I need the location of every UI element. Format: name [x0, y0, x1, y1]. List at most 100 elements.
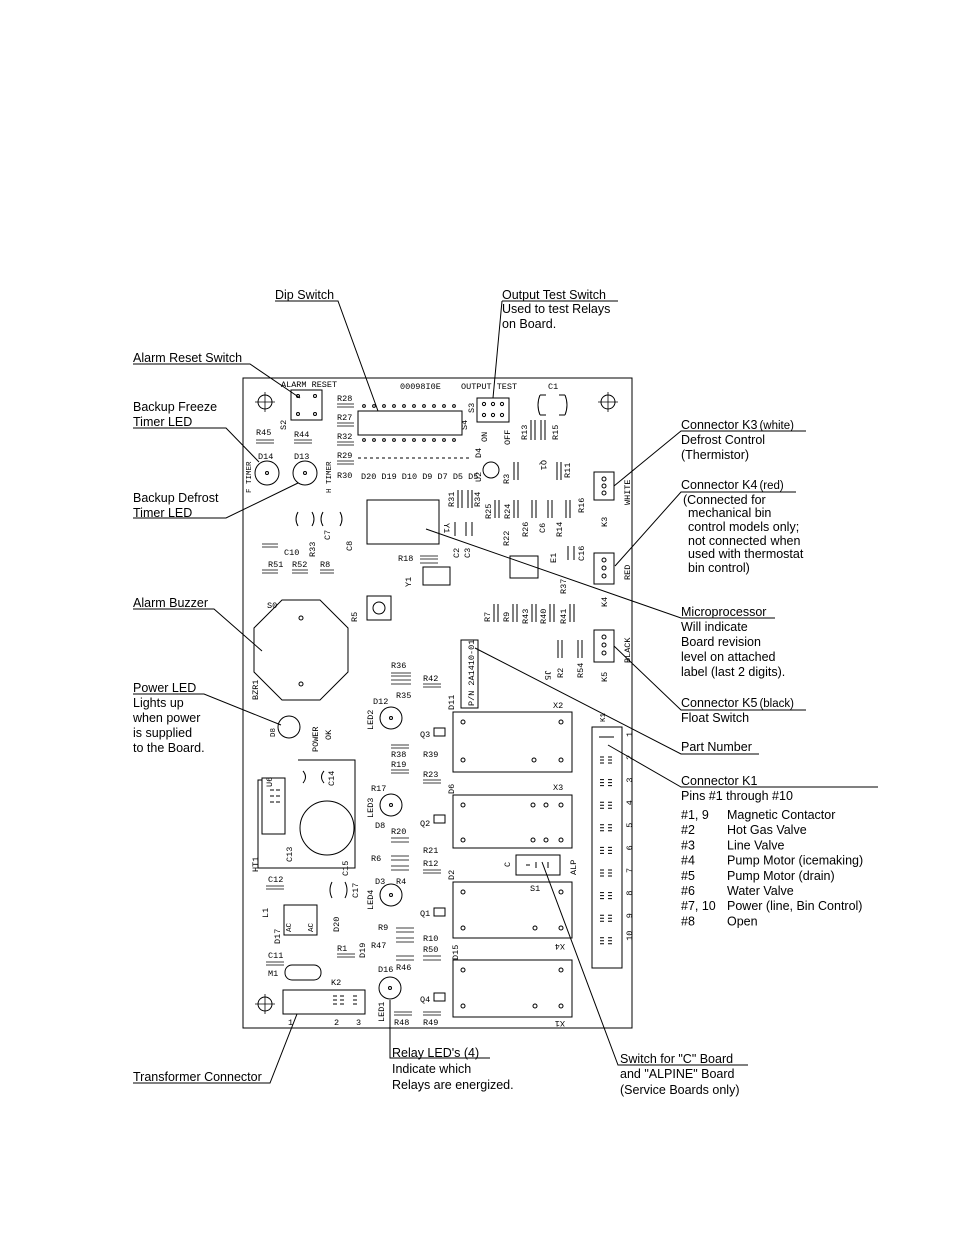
board-label-s4: S4 — [460, 420, 470, 430]
board-label-r25: R25 — [484, 504, 494, 519]
callout-k5-d1: Float Switch — [681, 711, 749, 725]
alarm-buzzer — [253, 599, 349, 701]
connector-k1[interactable] — [591, 726, 623, 969]
board-label-r26: R26 — [521, 522, 531, 537]
relay-x3 — [452, 794, 573, 849]
buzzer-pin-bottom — [298, 681, 304, 687]
k1-pin-desc: Pump Motor (drain) — [727, 869, 835, 883]
board-label-d13: D13 — [294, 452, 309, 462]
board-label-s0: S0 — [267, 601, 277, 611]
transistor-q1 — [433, 907, 446, 917]
board-label-off: OFF — [503, 430, 513, 445]
part-number-label — [460, 639, 479, 709]
callout-output-test-desc1: Used to test Relays — [502, 302, 610, 316]
board-label-r40: R40 — [539, 609, 549, 624]
callout-switch-c-1: Switch for "C" Board — [620, 1052, 733, 1066]
board-label-r9b: R9 — [378, 923, 388, 933]
callout-power-led-d2: when power — [132, 711, 200, 725]
callout-relay-leds-d2: Relays are energized. — [392, 1078, 514, 1092]
connector-k2[interactable] — [282, 989, 366, 1015]
board-label-c11: C11 — [268, 951, 283, 961]
connector-k3[interactable] — [593, 471, 615, 501]
k1-pin-desc: Water Valve — [727, 884, 794, 898]
mounting-hole-bottom-left — [255, 994, 275, 1014]
connector-k5[interactable] — [593, 629, 615, 663]
board-label-r18: R18 — [398, 554, 413, 564]
capacitor-c11 — [266, 961, 284, 966]
board-label-r5: R5 — [350, 612, 360, 622]
board-label-r6: R6 — [371, 854, 381, 864]
dip-switch[interactable] — [357, 404, 463, 442]
callout-k3-color: (white) — [759, 420, 794, 432]
board-label-r41: R41 — [559, 609, 569, 624]
board-label-d4: D4 — [474, 448, 484, 458]
board-label-r19: R19 — [391, 760, 406, 770]
board-label-c12: C12 — [268, 875, 283, 885]
relay-led-1 — [378, 976, 402, 1000]
resistors-r9-r10 — [396, 927, 414, 943]
board-label-r49: R49 — [423, 1018, 438, 1028]
board-label-r44: R44 — [294, 430, 309, 440]
callout-k4-d3: control models only; — [688, 520, 799, 534]
callout-alarm-reset: Alarm Reset Switch — [133, 351, 242, 365]
callout-k4-name: Connector K4 — [681, 478, 757, 492]
callout-output-test-desc2: on Board. — [502, 317, 556, 331]
board-label-white: WHITE — [623, 479, 633, 505]
dip-pin — [392, 404, 396, 408]
chip-y1 — [422, 566, 451, 586]
callout-switch-c-3: (Service Boards only) — [620, 1083, 740, 1097]
board-label-r52: R52 — [292, 560, 307, 570]
callout-k4-d6: bin control) — [688, 561, 750, 575]
board-label-q2: Q2 — [420, 819, 430, 829]
leader-lines — [133, 300, 878, 1084]
c-alpine-switch[interactable] — [515, 854, 561, 876]
capacitor-c14 — [302, 770, 325, 784]
board-label-part-no: P/N 2A1410-01 — [467, 640, 477, 706]
callout-k3-d2: (Thermistor) — [681, 448, 749, 462]
board-label-d16: D16 — [378, 965, 393, 975]
k1-pin-mark — [600, 892, 612, 900]
capacitor-c13 — [299, 800, 355, 856]
board-label-d3: D3 — [375, 877, 385, 887]
callout-k4-d5: used with thermostat — [688, 547, 804, 561]
callout-backup-freeze-2: Timer LED — [133, 415, 192, 429]
board-label-c-switch: C — [503, 862, 513, 867]
callout-k4-d2: mechanical bin — [688, 506, 771, 520]
callout-k3-d1: Defrost Control — [681, 433, 765, 447]
k1-pin-number: 7 — [625, 868, 635, 873]
board-label-black: BLACK — [623, 637, 633, 663]
board-label-c8: C8 — [345, 541, 355, 551]
board-label-r35: R35 — [396, 691, 411, 701]
board-label-s3: S3 — [467, 403, 477, 413]
board-label-output-test: OUTPUT TEST — [461, 382, 517, 392]
k1-pin-id: #3 — [681, 838, 695, 852]
board-label-d8p: D8 — [270, 728, 278, 737]
buzzer-pin-top — [298, 615, 304, 621]
dip-pin — [452, 438, 456, 442]
output-test-switch[interactable] — [476, 397, 510, 423]
k1-pin-number: 3 — [625, 777, 635, 782]
dip-pin — [432, 438, 436, 442]
power-led — [277, 715, 301, 739]
potentiometer-r5[interactable] — [366, 595, 392, 621]
dip-pin — [362, 404, 366, 408]
board-label-r4: R4 — [396, 877, 406, 887]
board-label-r2: R2 — [556, 668, 566, 678]
callout-k1-title: Connector K1 — [681, 774, 757, 788]
mounting-hole-top-left — [255, 392, 275, 412]
resistors-r3-r11 — [513, 462, 562, 480]
board-label-l1: L1 — [261, 908, 271, 918]
k1-pin-number: 8 — [625, 890, 635, 895]
dip-pin — [452, 404, 456, 408]
board-label-r3: R3 — [502, 474, 512, 484]
connector-k4[interactable] — [593, 552, 615, 585]
board-label-x4: X4 — [555, 941, 565, 951]
resistors-r50-r46 — [396, 955, 441, 961]
board-label-r33: R33 — [308, 542, 318, 557]
callout-relay-leds-d1: Indicate which — [392, 1062, 471, 1076]
board-label-k4: K4 — [600, 597, 610, 607]
callout-k3-name: Connector K3 — [681, 418, 757, 432]
callout-k4-when: when — [770, 534, 801, 548]
